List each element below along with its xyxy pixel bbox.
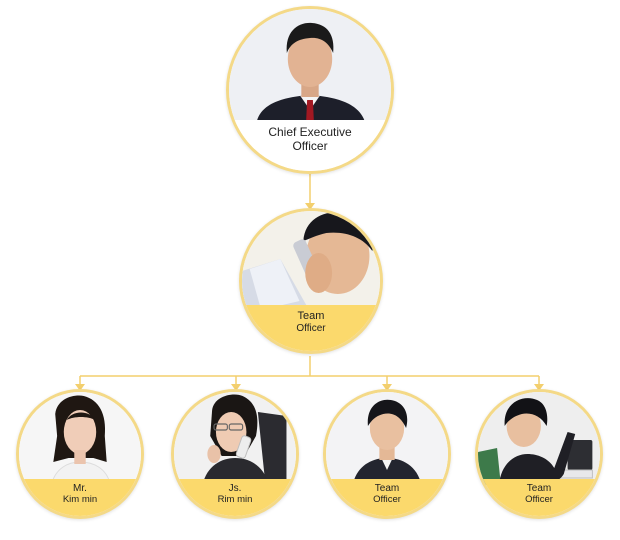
member-2-line1: Js. [228, 483, 242, 494]
member-photo-4 [478, 392, 600, 485]
member-node-2[interactable]: Js. Rim min [171, 389, 299, 519]
team-lead-caption: Team Officer [242, 305, 380, 351]
member-4-line2: Officer [525, 493, 553, 505]
ceo-title-line2: Officer [292, 138, 328, 153]
member-photo-2 [174, 392, 296, 485]
member-caption-4: Team Officer [478, 479, 600, 516]
arrow-head [305, 203, 315, 210]
member-1-line1: Mr. [73, 483, 87, 494]
member-caption-1: Mr. Kim min [19, 479, 141, 516]
member-3-line1: Team [374, 483, 400, 494]
member-node-4[interactable]: Team Officer [475, 389, 603, 519]
team-lead-title-line2: Officer [296, 322, 326, 334]
team-lead-photo [242, 211, 380, 310]
ceo-photo [229, 9, 391, 126]
team-lead-node[interactable]: Team Officer [239, 208, 383, 354]
member-node-1[interactable]: Mr. Kim min [16, 389, 144, 519]
member-3-line2: Officer [373, 493, 401, 505]
member-caption-3: Team Officer [326, 479, 448, 516]
member-1-line2: Kim min [62, 493, 98, 505]
team-lead-title-line1: Team [297, 310, 325, 322]
member-4-line1: Team [526, 483, 552, 494]
member-caption-2: Js. Rim min [174, 479, 296, 516]
arrow-head [231, 384, 241, 391]
arrow-head [534, 384, 544, 391]
member-photo-1 [19, 392, 141, 485]
arrow-head [382, 384, 392, 391]
ceo-title-line1: Chief Executive [268, 125, 352, 139]
member-2-line2: Rim min [217, 493, 253, 505]
member-photo-3 [326, 392, 448, 485]
ceo-caption: Chief Executive Officer [229, 120, 391, 171]
member-node-3[interactable]: Team Officer [323, 389, 451, 519]
arrow-head [75, 384, 85, 391]
ceo-node[interactable]: Chief Executive Officer [226, 6, 394, 174]
